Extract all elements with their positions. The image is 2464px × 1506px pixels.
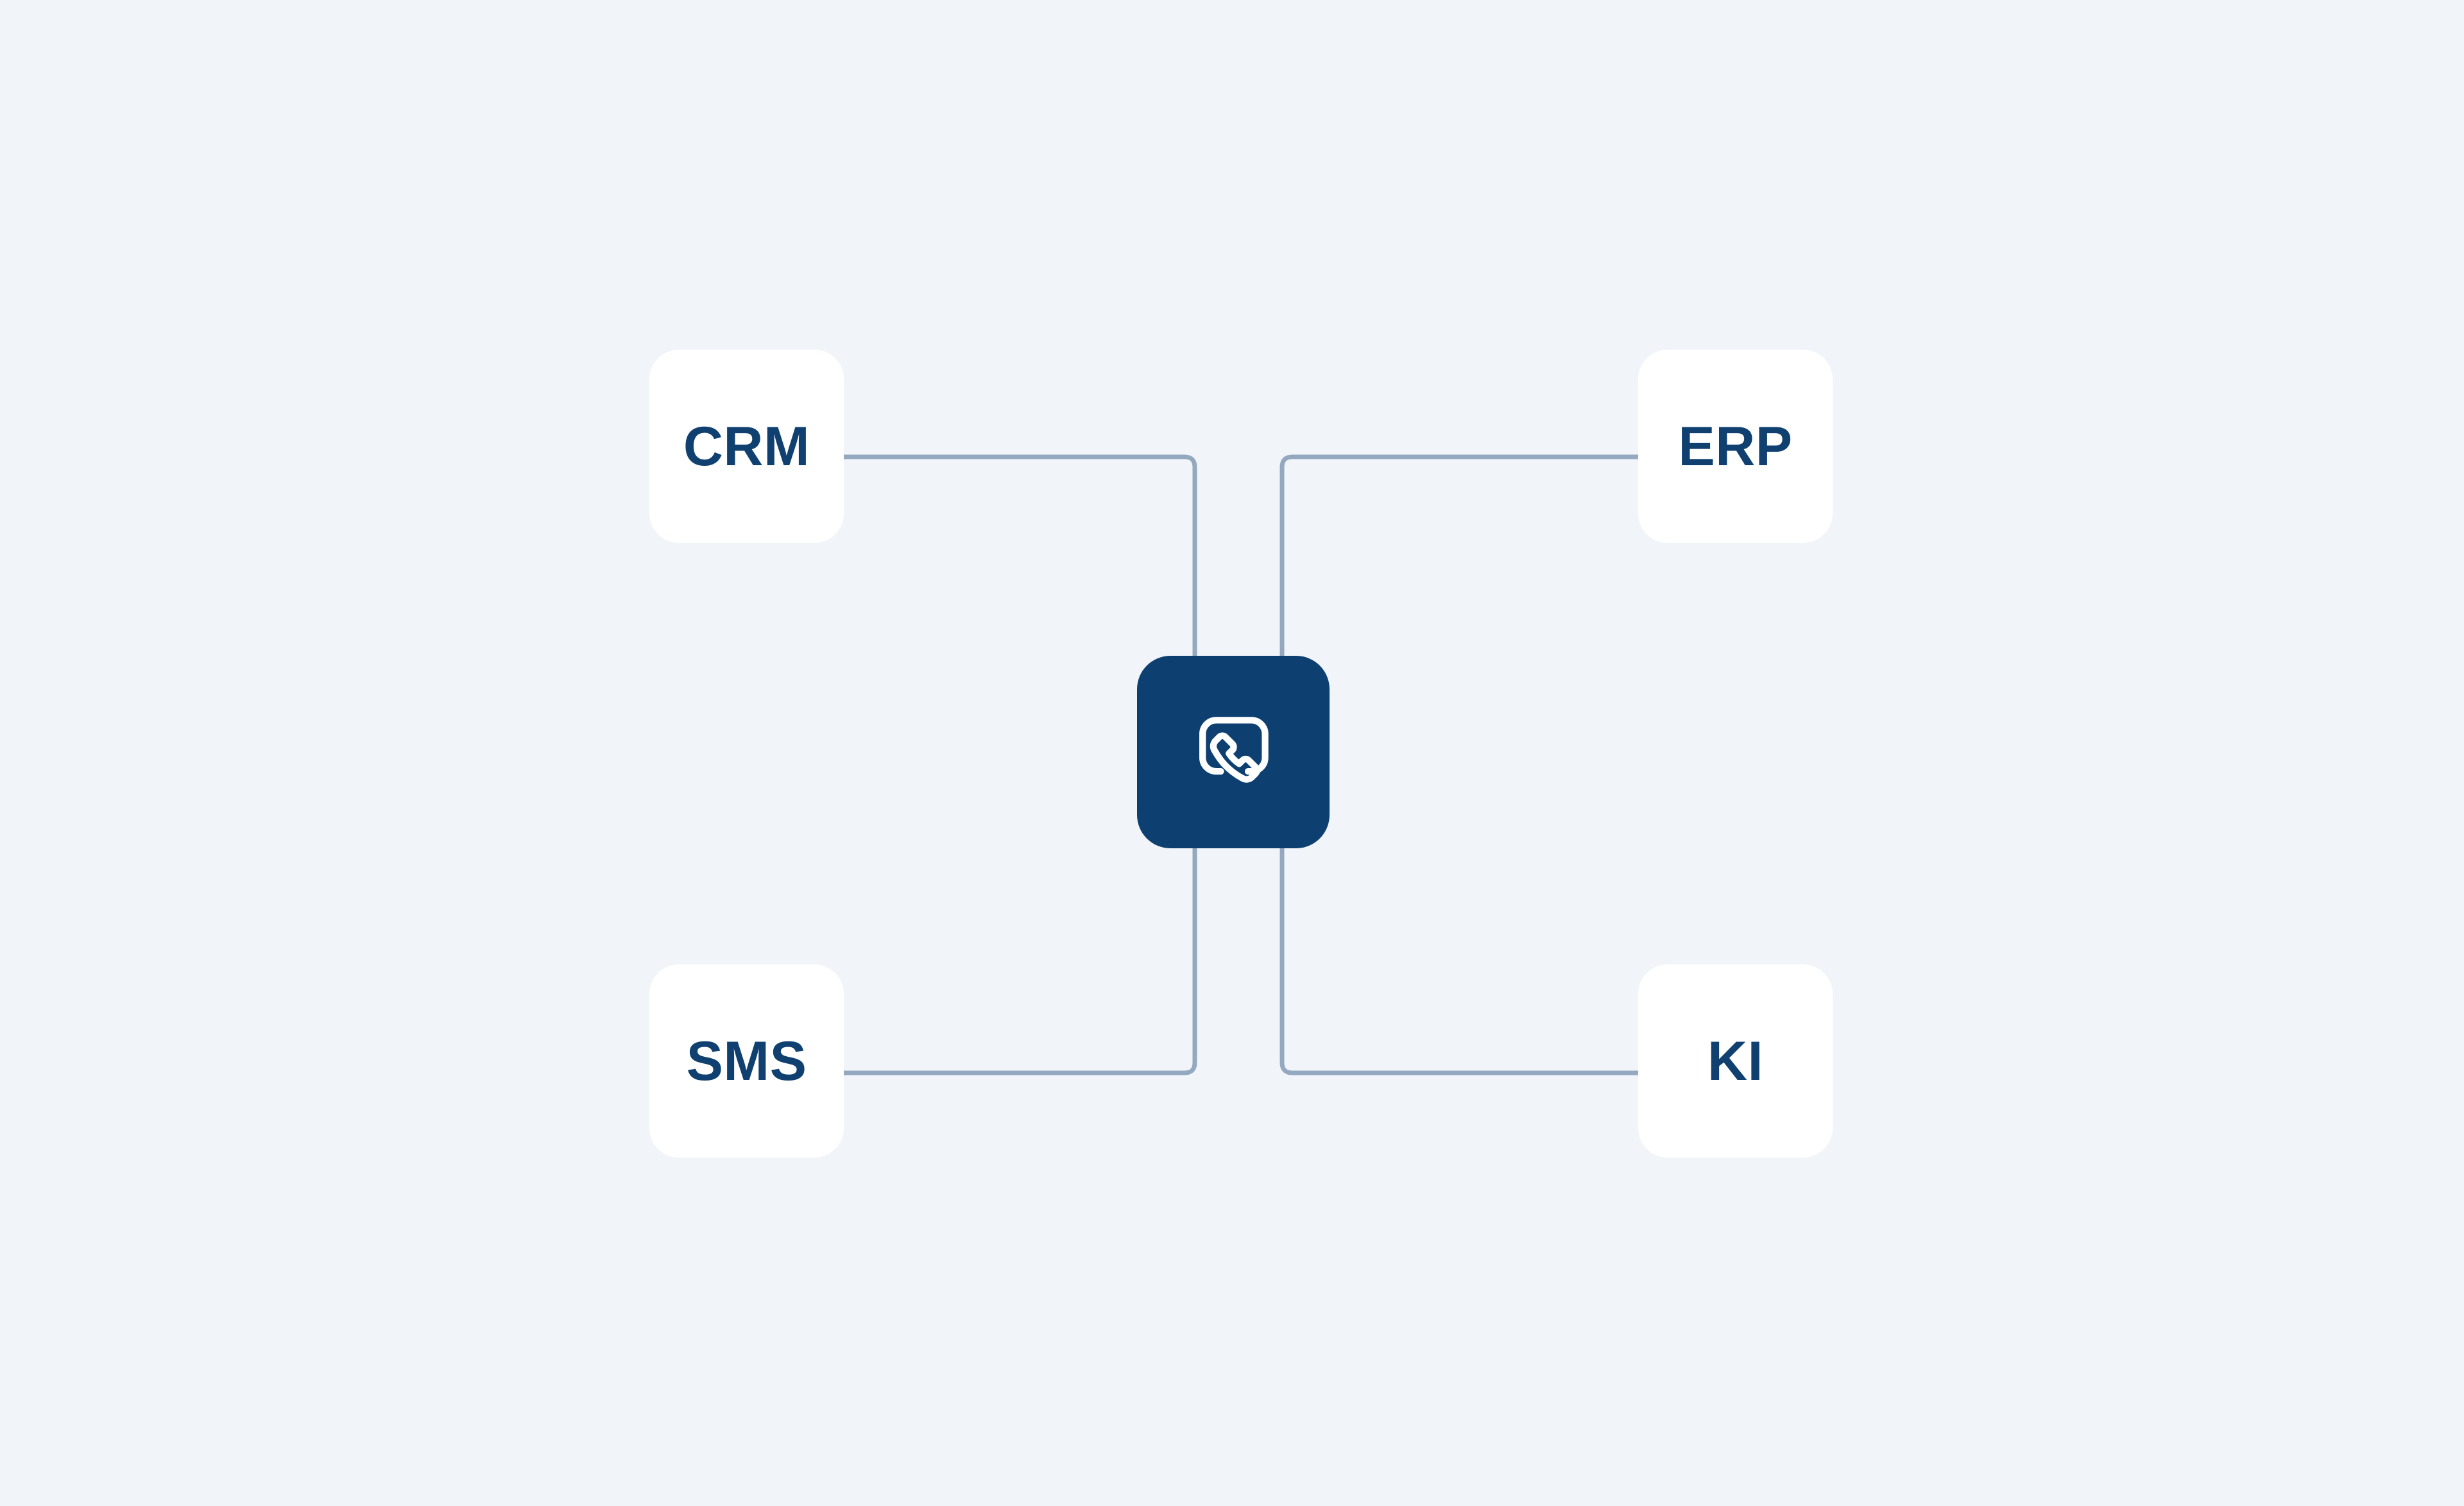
connector-sms-to-hub [844,848,1197,1075]
connector-crm-to-hub [844,454,1197,656]
node-label-sms: SMS [686,1030,807,1092]
node-label-erp: ERP [1678,415,1793,477]
node-card-erp[interactable]: ERP [1638,350,1833,543]
node-card-crm[interactable]: CRM [649,350,844,543]
node-label-crm: CRM [683,415,810,477]
hub-node[interactable] [1137,656,1330,848]
node-label-ki: KI [1707,1030,1763,1092]
phone-call-icon [1179,697,1288,807]
node-card-sms[interactable]: SMS [649,964,844,1158]
node-card-ki[interactable]: KI [1638,964,1833,1158]
connector-ki-to-hub [1279,848,1638,1075]
connector-erp-to-hub [1279,454,1638,656]
